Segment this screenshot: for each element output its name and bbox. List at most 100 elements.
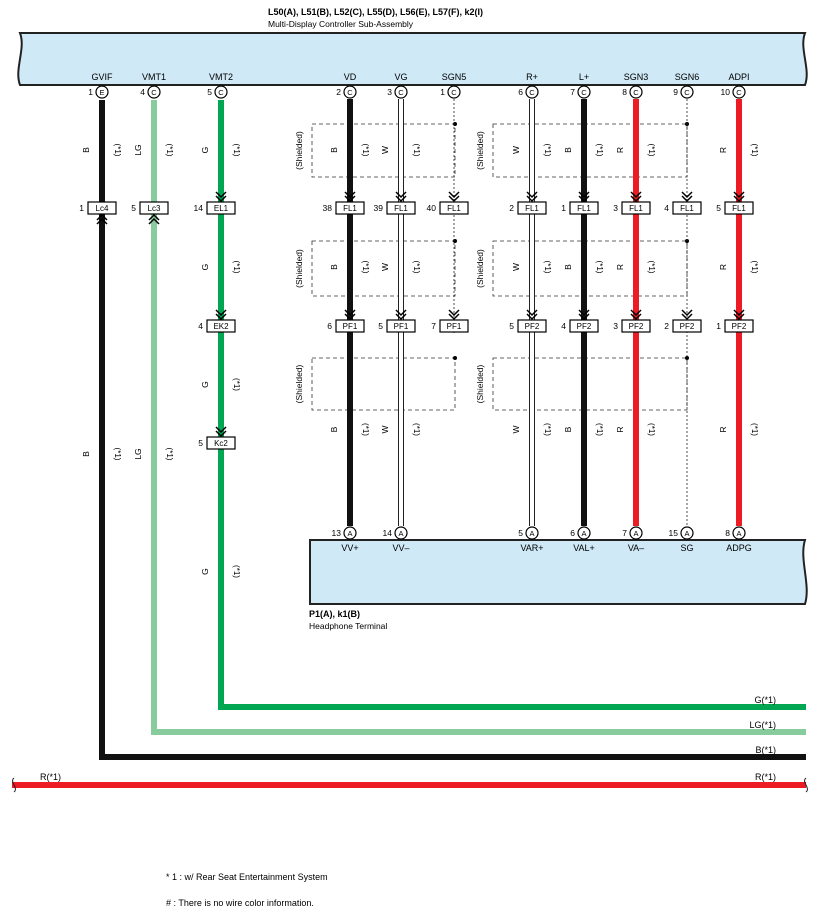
- wire-note: (*1): [595, 144, 604, 157]
- wire-color-code: B: [329, 426, 339, 432]
- end-pin-number: 13: [332, 528, 342, 538]
- connector-name-fl1: FL1: [732, 204, 746, 213]
- wire-color-code: B: [329, 147, 339, 153]
- connector-name-pf2: PF2: [629, 322, 644, 331]
- pin-connector-letter: C: [347, 88, 353, 97]
- end-pin-connector-letter: A: [347, 529, 352, 538]
- end-pin-name: SG: [680, 543, 693, 553]
- pin-connector-letter: C: [581, 88, 587, 97]
- end-pin-number: 15: [669, 528, 679, 538]
- pin-circle: [577, 85, 591, 99]
- end-pin-connector-letter: A: [736, 529, 741, 538]
- wire-color-code: W: [380, 425, 390, 433]
- connector-chevron: [733, 191, 745, 203]
- connector-name-fl1: FL1: [629, 204, 643, 213]
- wire-note: (*1): [361, 144, 370, 157]
- wire-note: (*1): [412, 261, 421, 274]
- shielded-label: (Shielded): [475, 364, 485, 403]
- connector-box: [206, 436, 236, 450]
- wire-note: (*1): [113, 144, 122, 157]
- connector-pin: 4: [664, 203, 669, 213]
- pin-connector-letter: C: [451, 88, 457, 97]
- end-pin-circle: [525, 526, 539, 540]
- end-pin-number: 8: [725, 528, 730, 538]
- pin-name-sgn6: SGN6: [675, 72, 700, 82]
- wire-note: (*1): [232, 378, 241, 391]
- connector-chevron: [578, 309, 590, 321]
- end-pin-circle: [680, 526, 694, 540]
- wire-color-code: W: [511, 425, 521, 433]
- connector-box: [386, 319, 416, 333]
- exit-label-lg: LG(*1): [749, 720, 776, 730]
- end-pin-circle: [343, 526, 357, 540]
- pin-name-vmt2: VMT2: [209, 72, 233, 82]
- connector-pin: 5: [716, 203, 721, 213]
- shielded-label: (Shielded): [475, 131, 485, 170]
- wire-color-code: G: [200, 147, 210, 154]
- connector-box: [621, 319, 651, 333]
- wire-color-code: B: [81, 451, 91, 457]
- connector-chevron: [448, 309, 460, 321]
- connector-pin: 5: [378, 321, 383, 331]
- footnote-1: * 1 : w/ Rear Seat Entertainment System: [166, 872, 328, 882]
- exit-label-r: R(*1): [755, 772, 776, 782]
- connector-box: [87, 201, 117, 215]
- connector-name-pf2: PF2: [525, 322, 540, 331]
- connector-chevron: [344, 309, 356, 321]
- connector-pin: 40: [427, 203, 437, 213]
- exit-wire-layer: [12, 100, 808, 793]
- shield-box: [311, 240, 456, 297]
- wire-note: (*1): [361, 261, 370, 274]
- connector-pin: 1: [716, 321, 721, 331]
- connector-pin: 5: [509, 321, 514, 331]
- pin-connector-letter: C: [633, 88, 639, 97]
- end-pin-circle: [732, 526, 746, 540]
- wire-note: (*1): [232, 144, 241, 157]
- connector-chevron: [215, 426, 227, 438]
- connector-pin: 4: [561, 321, 566, 331]
- connector-name-ek2: EK2: [213, 322, 229, 331]
- end-pin-number: 7: [622, 528, 627, 538]
- pin-number: 7: [570, 87, 575, 97]
- wire-color-code: W: [380, 263, 390, 271]
- pin-connector-letter: C: [684, 88, 690, 97]
- pin-circle: [447, 85, 461, 99]
- wire-note: (*1): [647, 423, 656, 436]
- top-component-box: [17, 32, 808, 86]
- connector-name-lc4: Lc4: [96, 204, 109, 213]
- connector-pin: 14: [194, 203, 204, 213]
- connector-name-fl1: FL1: [447, 204, 461, 213]
- pin-circle: [525, 85, 539, 99]
- connector-name-el1: EL1: [214, 204, 229, 213]
- wire-note: (*1): [647, 144, 656, 157]
- pin-name-sgn3: SGN3: [624, 72, 649, 82]
- wire-color-code: B: [563, 426, 573, 432]
- wire-color-code: G: [200, 381, 210, 388]
- pin-connector-letter: C: [736, 88, 742, 97]
- shield-box: [492, 357, 688, 411]
- wire-note: (*1): [232, 565, 241, 578]
- end-pin-name: ADPG: [726, 543, 752, 553]
- connector-name-pf1: PF1: [447, 322, 462, 331]
- end-pin-name: VV+: [341, 543, 358, 553]
- connector-chevron: [578, 191, 590, 203]
- pin-connector-letter: C: [151, 88, 157, 97]
- wire-note: (*1): [595, 423, 604, 436]
- wire-note: (*1): [543, 261, 552, 274]
- wire-color-code: B: [563, 264, 573, 270]
- connector-chevron: [215, 191, 227, 203]
- shield-drain-dot: [453, 356, 457, 360]
- connector-chevron: [526, 191, 538, 203]
- left-red-label: R(*1): [40, 772, 61, 782]
- pin-number: 1: [440, 87, 445, 97]
- wire-note: (*1): [543, 423, 552, 436]
- pin-number: 5: [207, 87, 212, 97]
- end-pin-connector-letter: A: [529, 529, 534, 538]
- bottom-component-name: Headphone Terminal: [309, 621, 387, 631]
- wire-note: (*1): [412, 144, 421, 157]
- connector-chevron: [215, 309, 227, 321]
- end-pin-number: 14: [383, 528, 393, 538]
- exit-label-b: B(*1): [755, 745, 776, 755]
- wire-color-code: R: [718, 147, 728, 153]
- connector-pin: 2: [664, 321, 669, 331]
